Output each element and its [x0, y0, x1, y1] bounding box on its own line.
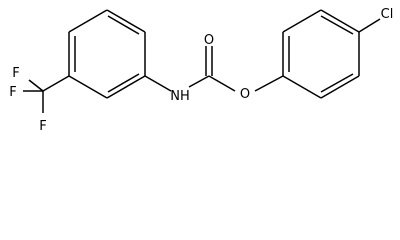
- ring-bond: [282, 9, 322, 33]
- chloro-substituent: Cl: [358, 7, 394, 33]
- fluorine-label: F: [9, 85, 16, 100]
- ring-double-bond: [320, 73, 354, 93]
- ring-bond: [320, 9, 360, 33]
- ccl-bond: [358, 18, 381, 33]
- nh-to-carbonyl-bond: [188, 75, 210, 88]
- chlorophenyl-ring: [282, 9, 360, 99]
- amide-nh-label: NH: [170, 89, 190, 104]
- ring-bond: [320, 75, 360, 99]
- fluorine-label: F: [12, 66, 19, 81]
- ring-bond: [106, 75, 146, 99]
- fluorine-label: F: [39, 119, 46, 134]
- carbonyl-to-o-bond: [208, 75, 236, 92]
- ring-bond: [68, 9, 108, 33]
- ring-bond: [68, 75, 108, 99]
- cf3-bond: [42, 75, 70, 92]
- ring-bond: [106, 9, 146, 33]
- chlorine-label: Cl: [381, 7, 394, 22]
- molecule-structure: F F F NH O O Cl: [9, 7, 394, 134]
- cf-bond: [28, 79, 44, 92]
- carbonyl-oxygen-label: O: [204, 33, 214, 48]
- ring-double-bond: [107, 73, 140, 93]
- ring-to-nh-bond: [144, 75, 172, 92]
- ring-bond: [282, 75, 322, 99]
- molecule-structure-canvas: F F F NH O O Cl: [9, 7, 394, 134]
- o-to-ring-bond: [254, 75, 284, 92]
- ring-double-bond: [320, 15, 354, 35]
- ring-double-bond: [107, 15, 140, 35]
- ester-oxygen-label: O: [240, 87, 250, 102]
- trifluoromethylphenyl-ring: [68, 9, 146, 99]
- carbamate-linker: NH O O: [144, 33, 284, 104]
- trifluoromethyl-group: F F F: [9, 66, 70, 134]
